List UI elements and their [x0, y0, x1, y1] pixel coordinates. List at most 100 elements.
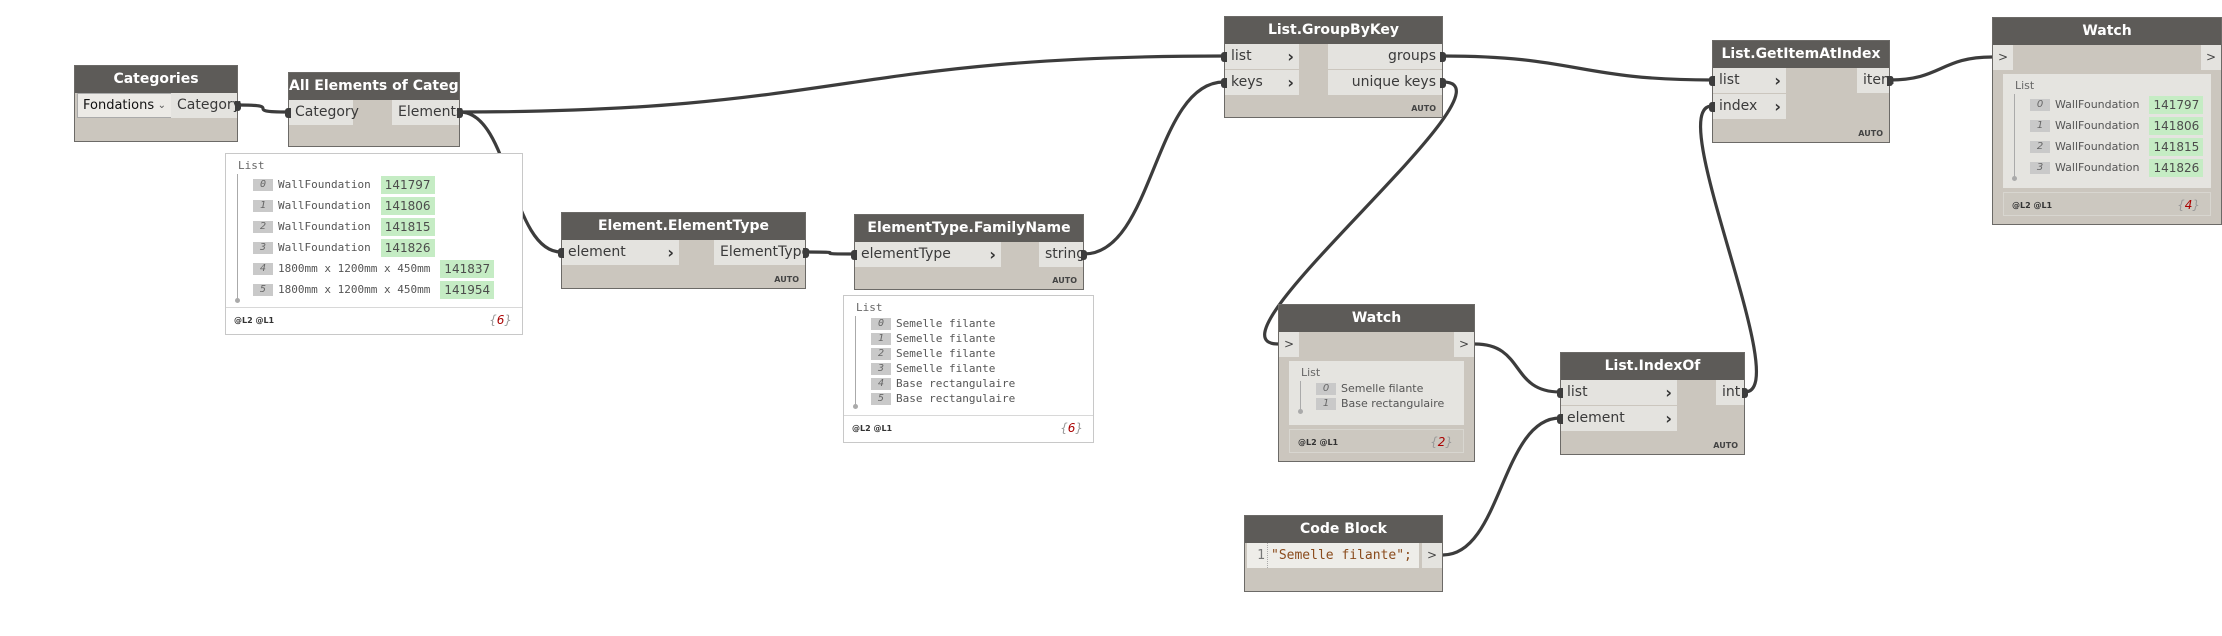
watch-output-port[interactable]: >	[1454, 332, 1474, 357]
item-text: Semelle filante	[1341, 382, 1424, 395]
output-port-item[interactable]: item	[1857, 68, 1895, 93]
output-port-elementtype[interactable]: ElementType	[714, 240, 810, 265]
list-tree-line	[235, 174, 240, 303]
port-connector[interactable]	[803, 248, 809, 258]
lacing-label[interactable]: AUTO	[1713, 441, 1738, 450]
port-label: int	[1722, 384, 1741, 400]
item-element-id[interactable]: 141806	[380, 196, 435, 215]
input-port-list[interactable]: list›	[1709, 68, 1786, 93]
output-port-category[interactable]: Category	[171, 93, 241, 118]
list-levels[interactable]: @L2 @L1	[852, 424, 893, 433]
item-element-id[interactable]: 141826	[380, 238, 435, 257]
item-element-id[interactable]: 141954	[440, 280, 495, 299]
watch-input-port[interactable]: >	[1993, 45, 2013, 70]
port-label: element	[568, 244, 626, 260]
connector-wire[interactable]	[237, 103, 289, 114]
port-connector[interactable]	[457, 108, 463, 118]
port-connector[interactable]	[1709, 102, 1715, 112]
connector-wire[interactable]	[459, 54, 1225, 114]
port-label: item	[1863, 72, 1895, 88]
input-port-index[interactable]: index›	[1709, 94, 1786, 119]
output-port-string[interactable]: string	[1039, 242, 1087, 267]
output-port-groups[interactable]: groups	[1328, 44, 1446, 69]
list-levels[interactable]: @L2 @L1	[1298, 438, 1339, 447]
node-title: Watch	[1993, 18, 2221, 45]
category-dropdown[interactable]: Fondations⌄	[77, 93, 173, 118]
item-element-id[interactable]: 141797	[380, 175, 435, 194]
port-connector[interactable]	[1742, 388, 1748, 398]
connector-wire[interactable]	[1699, 104, 1758, 394]
port-connector[interactable]	[558, 248, 564, 258]
item-element-id[interactable]: 141815	[380, 217, 435, 236]
port-connector[interactable]	[1221, 78, 1227, 88]
port-connector[interactable]	[1557, 388, 1563, 398]
item-index: 4	[871, 377, 891, 390]
item-element-id[interactable]: 141837	[440, 259, 495, 278]
node-title: List.GetItemAtIndex	[1713, 41, 1889, 68]
lacing-label[interactable]: AUTO	[1411, 104, 1436, 113]
item-index: 1	[1316, 397, 1336, 410]
node-all-elements-of-category[interactable]: All Elements of CategoryCategoryElements	[285, 72, 463, 147]
item-element-id[interactable]: 141826	[2149, 158, 2204, 177]
item-index: 2	[2030, 140, 2050, 153]
watch-input-port[interactable]: >	[1279, 332, 1299, 357]
input-port-list[interactable]: list›	[1221, 44, 1299, 69]
item-element-id[interactable]: 141806	[2149, 116, 2204, 135]
lacing-label[interactable]: AUTO	[1052, 276, 1077, 285]
node-title: List.IndexOf	[1561, 353, 1744, 380]
item-element-id[interactable]: 141797	[2149, 95, 2204, 114]
port-connector[interactable]	[1440, 52, 1446, 62]
connector-wire[interactable]	[805, 250, 855, 256]
port-connector[interactable]	[235, 101, 241, 111]
port-connector[interactable]	[1221, 52, 1227, 62]
connector-wire[interactable]	[1474, 342, 1561, 394]
list-levels[interactable]: @L2 @L1	[2012, 201, 2053, 210]
item-text: WallFoundation	[278, 178, 371, 191]
connector-wire[interactable]	[1083, 80, 1225, 256]
item-index: 0	[1316, 382, 1336, 395]
list-levels[interactable]: @L2 @L1	[234, 316, 275, 325]
port-connector[interactable]	[285, 108, 291, 118]
output-port-int[interactable]: int	[1716, 380, 1748, 405]
port-connector[interactable]	[1709, 76, 1715, 86]
input-port-elementtype[interactable]: elementType›	[851, 242, 1001, 267]
port-connector[interactable]	[1440, 78, 1446, 88]
port-row: Fondations⌄Category	[75, 93, 241, 118]
output-port-elements[interactable]: Elements	[392, 100, 463, 125]
input-port-element[interactable]: element›	[558, 240, 679, 265]
port-connector[interactable]	[1081, 250, 1087, 260]
lacing-label[interactable]: AUTO	[774, 275, 799, 284]
code-text[interactable]: "Semelle filante";	[1271, 548, 1412, 563]
input-port-list[interactable]: list›	[1557, 380, 1677, 405]
watch-output-port[interactable]: >	[2201, 45, 2221, 70]
port-connector[interactable]	[1557, 414, 1563, 424]
connector-wire[interactable]	[1889, 55, 1993, 82]
lacing-label[interactable]: AUTO	[1858, 129, 1883, 138]
item-element-id[interactable]: 141815	[2149, 137, 2204, 156]
output-port-unique-keys[interactable]: unique keys	[1328, 70, 1446, 95]
input-port-keys[interactable]: keys›	[1221, 70, 1299, 95]
input-port-element[interactable]: element›	[1557, 406, 1677, 431]
port-connector[interactable]	[1887, 76, 1893, 86]
input-port-category[interactable]: Category	[285, 100, 359, 125]
port-connector[interactable]	[851, 250, 857, 260]
code-output-port[interactable]: >	[1422, 543, 1442, 568]
list-tree-line	[1298, 381, 1303, 414]
port-row: index›	[1709, 94, 1889, 119]
connector-wire[interactable]	[1442, 54, 1713, 82]
code-editor[interactable]: 1"Semelle filante";	[1247, 543, 1419, 568]
